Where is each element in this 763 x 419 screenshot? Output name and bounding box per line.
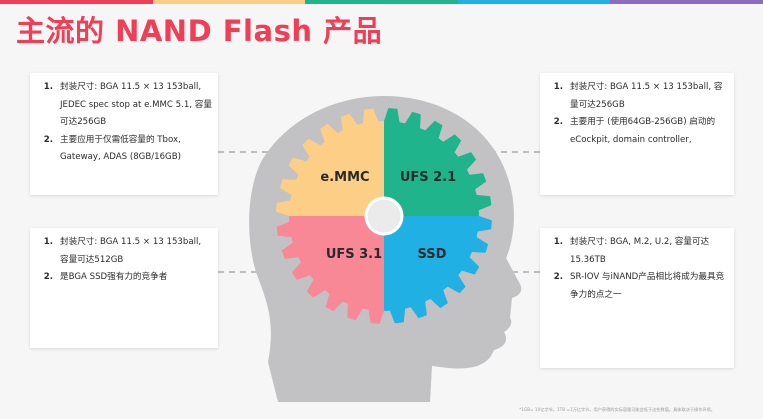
- strip-segment-4: [457, 0, 611, 4]
- gear-quadrant-ssd: [384, 216, 492, 324]
- card-emmc-point-2: 主要应用于仅需低容量的 Tbox, Gateway, ADAS (8GB/16G…: [56, 132, 212, 167]
- label-emmc: e.MMC: [320, 170, 369, 185]
- gear-quadrant-emmc: [276, 108, 384, 216]
- top-color-strip: [0, 0, 763, 4]
- strip-segment-1: [0, 0, 153, 4]
- label-ufs31: UFS 3.1: [326, 247, 382, 262]
- strip-segment-3: [305, 0, 458, 4]
- gear-quadrant-ufs31: [276, 216, 384, 324]
- card-ssd-info: 封装尺寸: BGA, M.2, U.2, 容量可达15.36TB SR-IOV …: [540, 228, 734, 368]
- card-emmc-info: 封装尺寸: BGA 11.5 × 13 153ball, JEDEC spec …: [30, 73, 218, 195]
- card-ufs21-point-1: 封装尺寸: BGA 11.5 × 13 153ball, 容量可达256GB: [566, 79, 728, 114]
- card-ufs31-point-2: 是BGA SSD强有力的竞争者: [56, 269, 212, 287]
- label-ufs21: UFS 2.1: [400, 170, 456, 185]
- card-ssd-point-2: SR-IOV 与iNAND产品相比将成为最具竞争力的点之一: [566, 269, 728, 304]
- card-ufs21-point-2: 主要用于 (使用64GB-256GB) 启动的 eCockpit, domain…: [566, 114, 728, 149]
- card-ssd-point-1: 封装尺寸: BGA, M.2, U.2, 容量可达15.36TB: [566, 234, 728, 269]
- card-ufs31-point-1: 封装尺寸: BGA 11.5 × 13 153ball, 容量可达512GB: [56, 234, 212, 269]
- card-emmc-point-1: 封装尺寸: BGA 11.5 × 13 153ball, JEDEC spec …: [56, 79, 212, 132]
- label-ssd: SSD: [418, 247, 447, 262]
- footnote: *1GB= 10亿字节。1TB =1万亿字节。用户获得的实际容量可能会低于这些数…: [519, 407, 715, 412]
- gear-quadrant-ufs21: [384, 108, 492, 216]
- card-ufs31-info: 封装尺寸: BGA 11.5 × 13 153ball, 容量可达512GB 是…: [30, 228, 218, 348]
- gear-center-circle: [364, 196, 404, 236]
- strip-segment-5: [610, 0, 763, 4]
- strip-segment-2: [152, 0, 306, 4]
- page-title: 主流的 NAND Flash 产品: [16, 14, 383, 48]
- card-ufs21-info: 封装尺寸: BGA 11.5 × 13 153ball, 容量可达256GB 主…: [540, 73, 734, 195]
- gear: [276, 108, 492, 324]
